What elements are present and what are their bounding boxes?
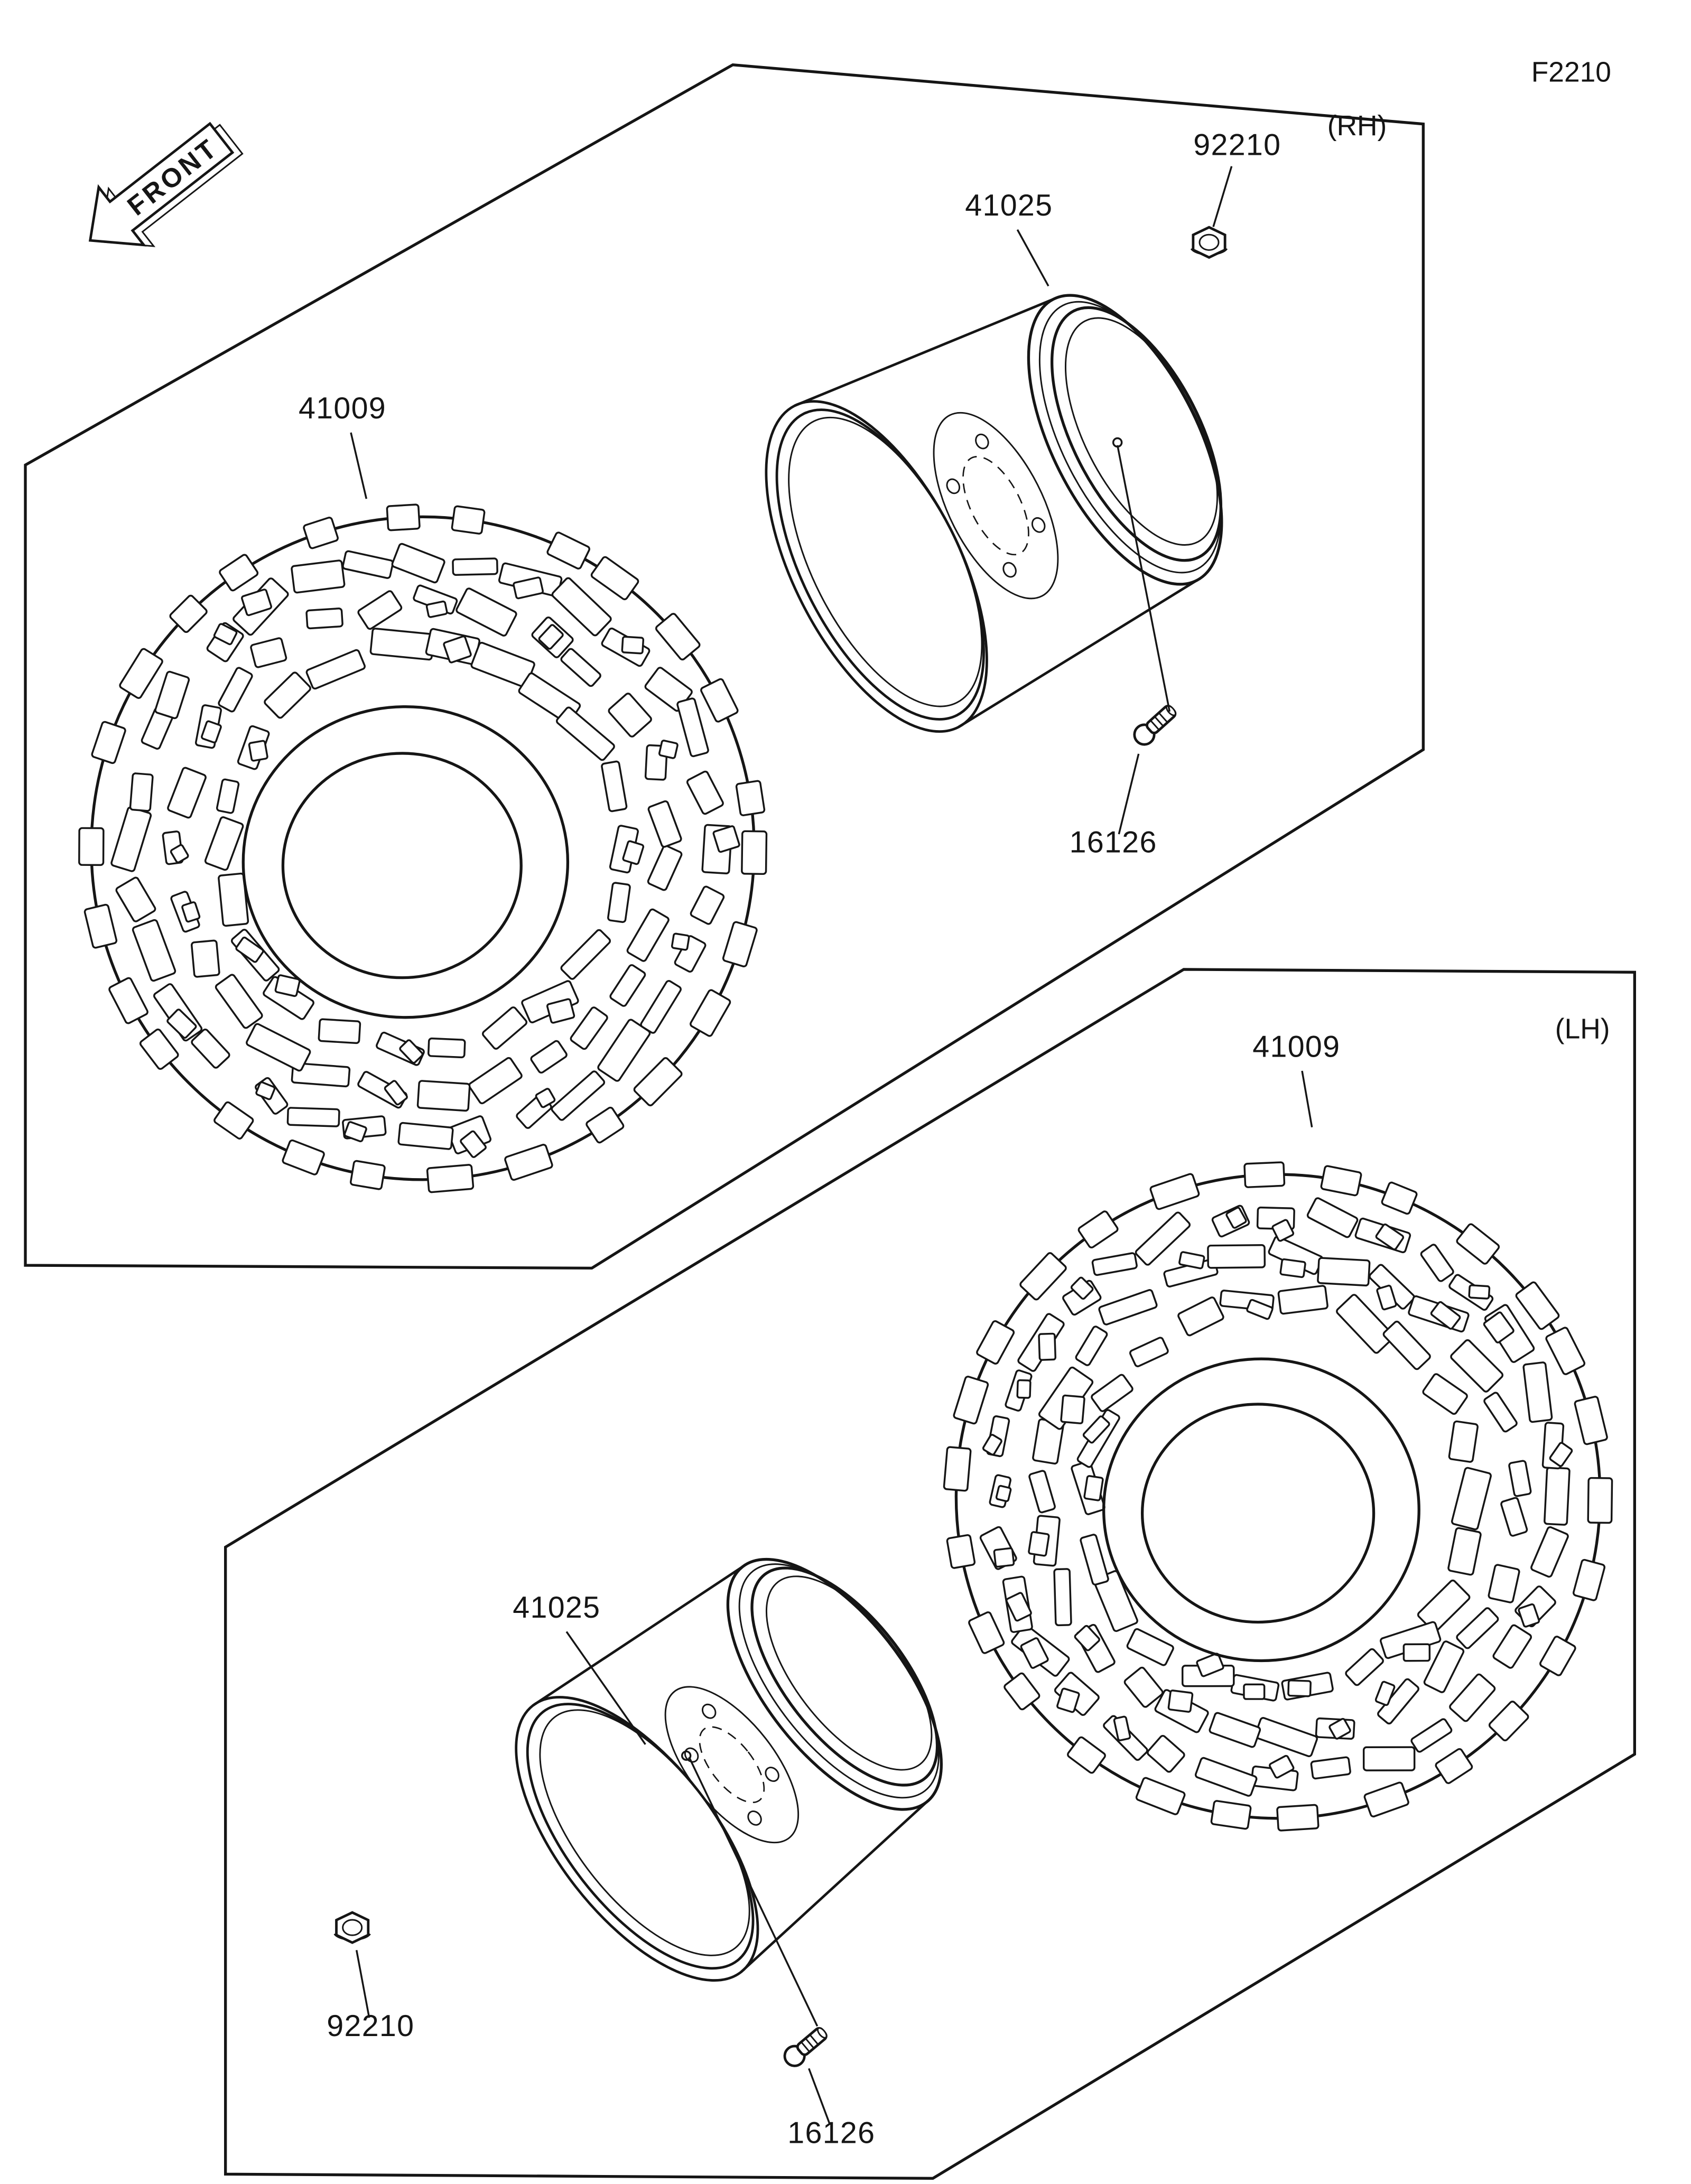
valve-hole-marker-rh — [1112, 437, 1123, 448]
figure-code: F2210 — [1531, 57, 1611, 88]
panel-lh: (LH) 41009 41025 92210 16126 — [224, 968, 1636, 2180]
leader-tire-lh — [1301, 1070, 1313, 1127]
front-arrow-icon — [88, 122, 235, 247]
part-label-valve-lh: 16126 — [787, 2116, 875, 2150]
leader-valve-hole-rh — [1116, 445, 1171, 712]
front-direction-marker: FRONT — [88, 122, 244, 247]
part-label-valve-rh: 16126 — [1070, 826, 1157, 860]
leader-valve-lh — [808, 2068, 831, 2125]
valve-stem-rh-drawing — [1133, 705, 1177, 746]
leader-valve-hole-lh — [688, 1757, 819, 2027]
leader-rim-lh — [565, 1631, 646, 1745]
nut-lh-drawing — [333, 1911, 371, 1944]
panel-rh-label: (RH) — [1327, 110, 1387, 142]
valve-hole-marker-lh — [681, 1750, 692, 1761]
panel-rh-outline — [24, 63, 1425, 1270]
part-label-rim-rh: 41025 — [965, 189, 1053, 222]
leader-nut-rh — [1212, 166, 1233, 227]
part-label-tire-lh: 41009 — [1252, 1030, 1340, 1063]
tire-rh-drawing — [78, 503, 768, 1193]
part-label-nut-lh: 92210 — [327, 2009, 414, 2043]
rim-lh-drawing — [515, 1557, 943, 1982]
leader-tire-rh — [350, 432, 368, 499]
rim-rh-drawing — [765, 294, 1223, 733]
leader-rim-rh — [1016, 229, 1049, 287]
leader-nut-lh — [355, 1949, 370, 2018]
panel-lh-label: (LH) — [1555, 1014, 1610, 1045]
part-label-nut-rh: 92210 — [1193, 128, 1281, 162]
part-label-tire-rh: 41009 — [299, 391, 386, 425]
valve-stem-lh-drawing — [783, 2027, 828, 2067]
leader-valve-rh — [1118, 753, 1140, 835]
nut-rh-drawing — [1190, 226, 1228, 259]
tire-lh-drawing — [943, 1161, 1613, 1832]
panel-lh-outline — [224, 968, 1636, 2180]
artwork-layer — [78, 226, 1613, 2067]
part-label-rim-lh: 41025 — [513, 1591, 600, 1625]
panel-rh: (RH) 92210 41025 41009 16126 — [24, 63, 1425, 1270]
